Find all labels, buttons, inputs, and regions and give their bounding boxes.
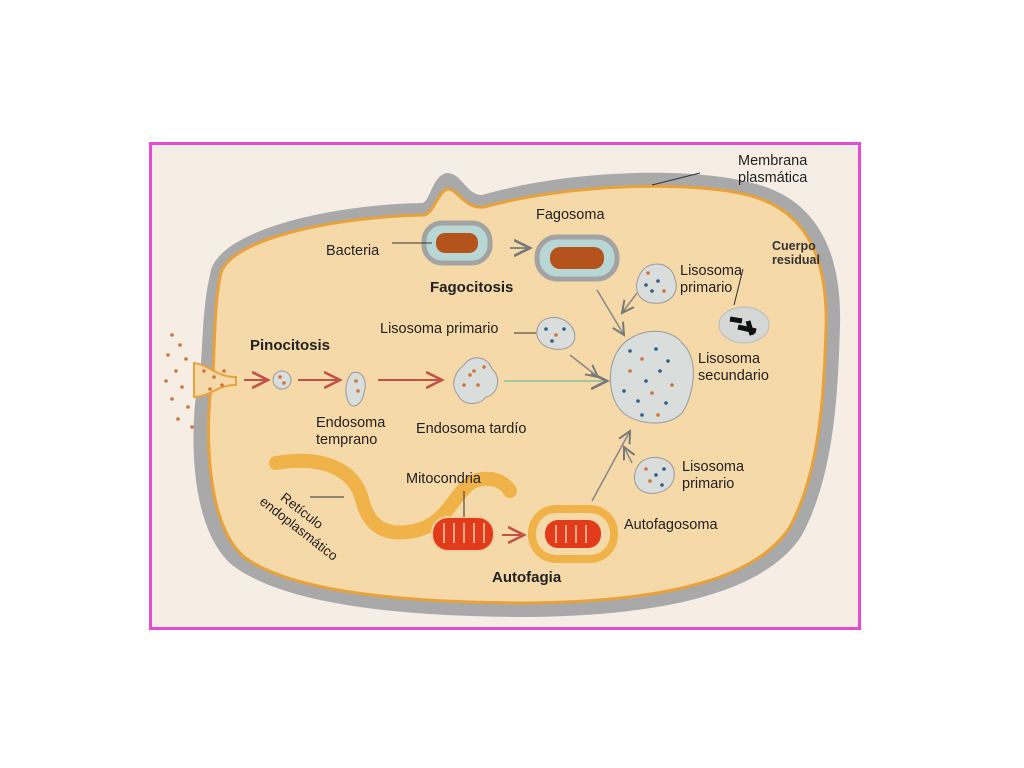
residual-body — [718, 306, 770, 344]
label-endosoma-tardio: Endosoma tardío — [416, 421, 527, 437]
label-autofagia: Autofagia — [492, 569, 562, 586]
secondary-lysosome — [609, 330, 694, 424]
phagosome-bacteria — [550, 247, 604, 269]
endosome-tardio — [453, 357, 499, 404]
label-fagosoma: Fagosoma — [536, 207, 605, 223]
label-mitocondria: Mitocondria — [406, 471, 481, 487]
label-autofagosoma: Autofagosoma — [624, 517, 718, 533]
endosome-temprano — [345, 371, 366, 407]
label-bacteria: Bacteria — [326, 243, 380, 259]
label-pinocitosis: Pinocitosis — [250, 337, 331, 354]
label-fagocitosis: Fagocitosis — [430, 279, 514, 296]
label-lisosoma-primario-mid: Lisosoma primario — [380, 321, 499, 337]
particle-dots — [164, 271, 674, 487]
autophagosome-mitochondria — [545, 520, 601, 548]
engulfed-bacteria — [436, 233, 478, 253]
endoplasmic-reticulum — [269, 453, 517, 540]
cell-diagram — [164, 172, 841, 617]
pinocytic-vesicle — [272, 370, 292, 390]
primary-lysosome-top — [636, 263, 677, 304]
